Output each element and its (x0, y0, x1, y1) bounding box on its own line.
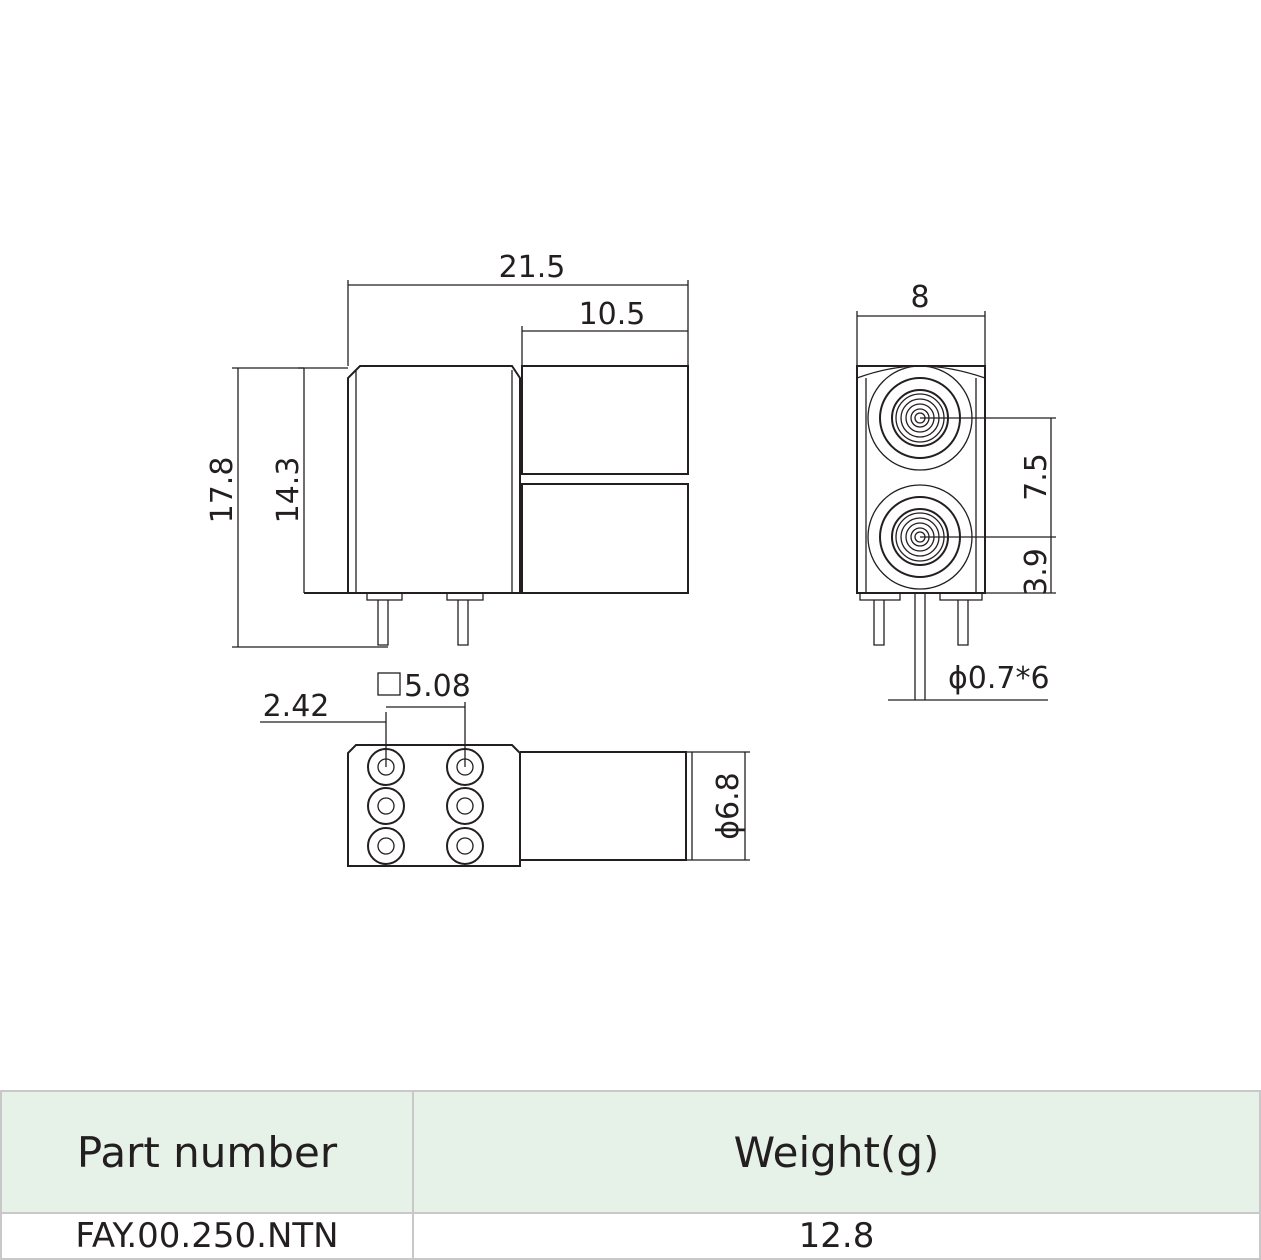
dim-width-front: 10.5 (579, 297, 646, 332)
pin-hole-inner (456, 837, 474, 855)
front-view: 8 7.5 3.9 ϕ0.7*6 (856, 280, 1056, 701)
pin-hole (367, 827, 405, 865)
dim-height-body: 14.3 (271, 457, 306, 524)
pin-hole (446, 787, 484, 825)
dim-offset-bottom: 3.9 (1019, 548, 1054, 596)
pin-hole-inner (456, 797, 474, 815)
header-weight: Weight(g) (412, 1090, 1261, 1214)
pin-hole (446, 827, 484, 865)
dim-height-total: 17.8 (205, 457, 240, 524)
dim-width-total: 21.5 (499, 250, 566, 285)
pin-hole (367, 787, 405, 825)
dim-pitch: 5.08 (404, 669, 471, 704)
pin-hole-inner (377, 797, 395, 815)
dim-pitch-vertical: 7.5 (1019, 453, 1054, 501)
spec-table: Part number Weight(g) FAY.00.250.NTN 12.… (0, 1090, 1261, 1260)
dim-offset: 2.42 (263, 689, 330, 724)
side-view: 21.5 10.5 17.8 14.3 (205, 250, 689, 648)
bottom-view: 5.08 2.42 ϕ6.8 (260, 669, 750, 867)
dim-pin-diameter: ϕ0.7*6 (948, 661, 1050, 696)
cell-weight: 12.8 (412, 1212, 1261, 1260)
table-header-row: Part number Weight(g) (0, 1090, 1261, 1214)
dim-front-width: 8 (910, 280, 929, 315)
cell-part-number: FAY.00.250.NTN (0, 1212, 414, 1260)
table-row: FAY.00.250.NTN 12.8 (0, 1212, 1261, 1260)
technical-drawing: 21.5 10.5 17.8 14.3 5.08 2.42 ϕ6.8 (205, 250, 1056, 867)
dim-diameter: ϕ6.8 (711, 772, 746, 840)
header-part-number: Part number (0, 1090, 414, 1214)
pin-hole-inner (377, 837, 395, 855)
